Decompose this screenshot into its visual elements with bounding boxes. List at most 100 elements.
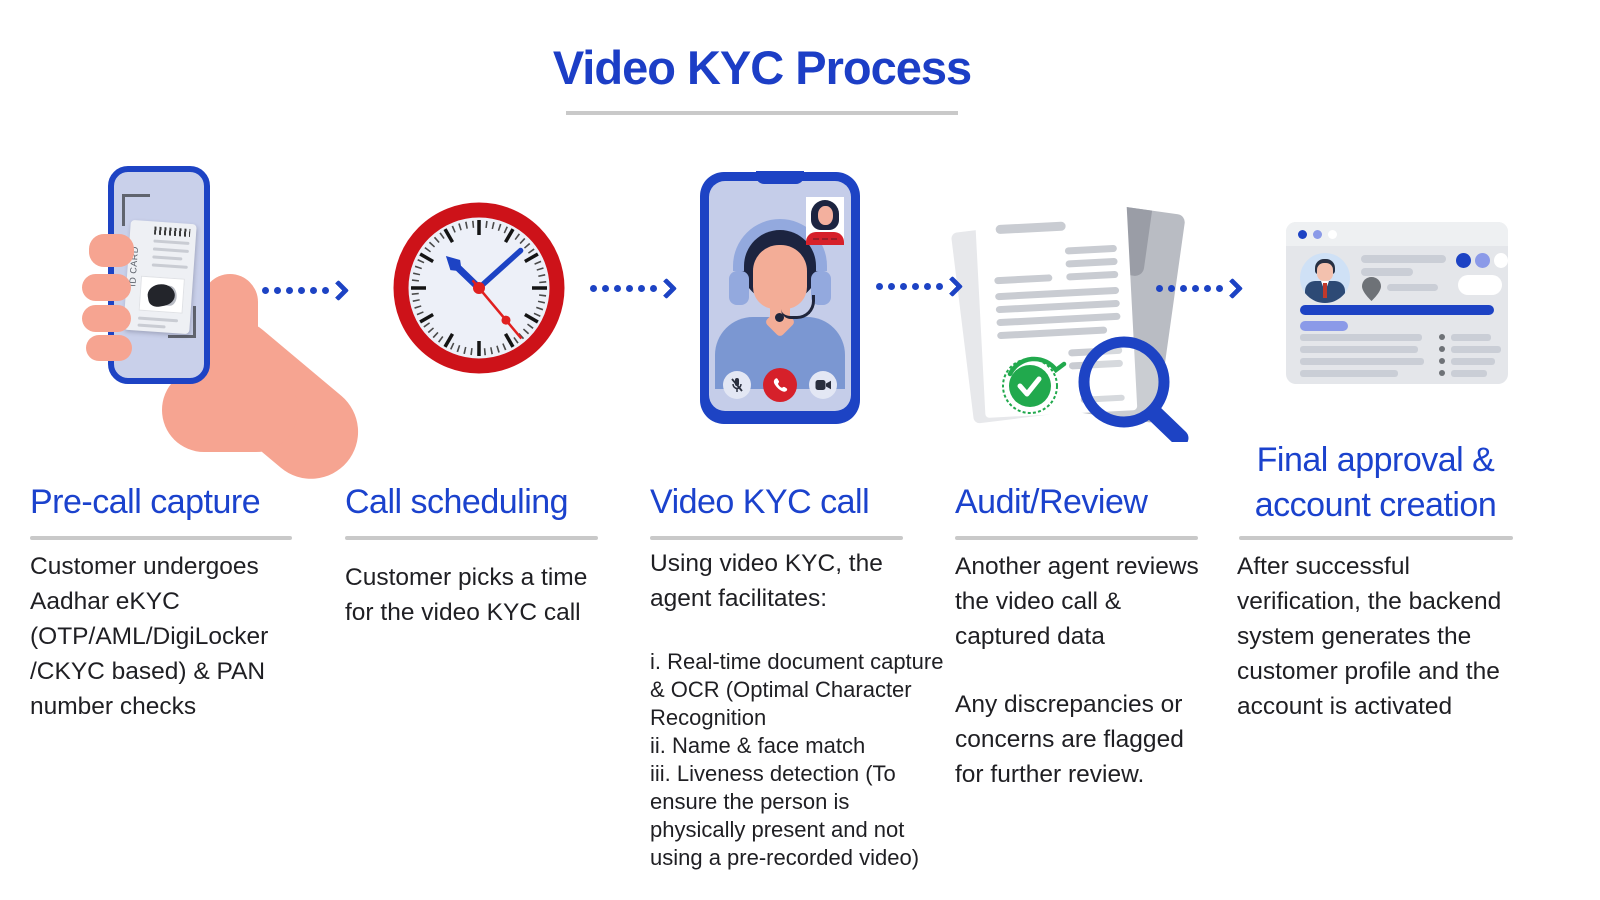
video-camera-icon: [815, 380, 831, 390]
step-paragraph: Any discrepancies or concerns are flagge…: [955, 691, 1184, 788]
scan-corner-icon: [122, 194, 150, 226]
clock-minute-hand: [474, 247, 524, 293]
arrow-chevron-icon: [327, 279, 350, 302]
step-heading-block: Pre-call capture: [30, 480, 292, 540]
step-body: Another agent reviews the video call & c…: [955, 549, 1213, 792]
flow-arrow-icon: [590, 277, 678, 300]
step-list-item: ii. Name & face match: [650, 733, 866, 758]
profile-text-line: [1387, 284, 1438, 291]
step-body: Using video KYC, the agent facilitates: …: [650, 546, 944, 872]
bullet-line: [1451, 358, 1495, 365]
bullet-dot: [1439, 346, 1445, 352]
step-paragraph: Using video KYC, the agent facilitates:: [650, 550, 883, 612]
step-body: Customer picks a time for the video KYC …: [345, 560, 611, 630]
step-body: Customer undergoes Aadhar eKYC (OTP/AML/…: [30, 549, 314, 724]
profile-text-line: [1361, 268, 1413, 276]
phone-notch: [756, 171, 804, 184]
headset-mic-boom-icon: [781, 295, 815, 319]
step-list-item: i. Real-time document capture & OCR (Opt…: [650, 649, 944, 730]
customer-video-thumbnail: [806, 197, 844, 245]
title-underline: [566, 111, 958, 115]
call-controls: [723, 368, 837, 402]
step-heading: Pre-call capture: [30, 483, 261, 521]
content-line: [1300, 370, 1398, 377]
step-body: After successful verification, the backe…: [1237, 549, 1531, 724]
heading-underline: [1238, 536, 1513, 540]
heading-underline: [345, 536, 598, 540]
mute-mic-button: [723, 371, 751, 399]
step-heading-block: Video KYC call: [650, 480, 903, 540]
titlebar-dot: [1328, 229, 1337, 239]
document-review-icon: [948, 190, 1200, 447]
arrow-chevron-icon: [1221, 277, 1244, 300]
bullet-dot: [1439, 334, 1445, 340]
avatar-tie: [1323, 283, 1327, 298]
status-dot: [1475, 253, 1490, 268]
card-photo: [138, 275, 185, 314]
action-pill: [1458, 275, 1502, 295]
video-call-phone-icon: [700, 171, 860, 424]
step-heading-block: Call scheduling: [345, 480, 598, 540]
step-heading: Call scheduling: [345, 483, 569, 521]
document-review-svg: [951, 200, 1189, 447]
arrow-chevron-icon: [655, 277, 678, 300]
content-line: [1300, 346, 1418, 353]
arrow-chevron-icon: [941, 275, 964, 298]
step-heading: Audit/Review: [955, 483, 1148, 521]
heading-underline: [955, 536, 1198, 540]
phone-id-scan-icon: ID CARD: [70, 156, 378, 498]
account-profile-icon: [1286, 222, 1508, 384]
video-call-screen: [709, 181, 851, 411]
video-camera-button: [809, 371, 837, 399]
step-list: i. Real-time document capture & OCR (Opt…: [650, 648, 944, 872]
flow-arrow-icon: [1156, 277, 1244, 300]
content-line: [1300, 358, 1424, 365]
card-text-line: [137, 316, 179, 323]
page-title-block: Video KYC Process: [542, 40, 982, 115]
titlebar-dot: [1298, 229, 1307, 239]
bullet-dot: [1439, 370, 1445, 376]
step-paragraph: Another agent reviews the video call & c…: [955, 553, 1199, 650]
step-paragraph: Customer undergoes Aadhar eKYC (OTP/AML/…: [30, 553, 269, 720]
phone-handset-icon: [773, 378, 788, 392]
bullet-line: [1451, 346, 1501, 353]
status-dot: [1494, 253, 1508, 268]
hand-finger: [82, 305, 131, 332]
barcode-icon: [153, 226, 191, 237]
page-title: Video KYC Process: [552, 41, 972, 94]
bullet-dot: [1439, 358, 1445, 364]
flow-arrow-icon: [876, 275, 964, 298]
clock-icon: [393, 202, 565, 374]
card-text-line: [152, 247, 189, 253]
profile-text-line: [1361, 255, 1446, 263]
flow-arrow-icon: [262, 279, 350, 302]
scan-corner-icon: [168, 306, 196, 338]
step-list-item: iii. Liveness detection (To ensure the p…: [650, 761, 920, 870]
card-text-line: [153, 239, 190, 245]
card-text-line: [137, 323, 166, 329]
headset-band-icon: [733, 219, 827, 271]
step-heading: Video KYC call: [650, 483, 870, 521]
heading-underline: [650, 536, 903, 540]
content-line: [1300, 334, 1422, 341]
end-call-button: [763, 368, 797, 402]
hand-finger: [86, 335, 132, 361]
bullet-line: [1451, 370, 1487, 377]
customer-face: [818, 206, 833, 225]
step-heading-block: Audit/Review: [955, 480, 1198, 540]
clock-svg: [393, 202, 565, 374]
location-pin-icon: [1362, 277, 1381, 306]
step-heading: Final approval & account creation: [1254, 441, 1497, 524]
headset-earcup-icon: [811, 271, 831, 305]
id-card: ID CARD: [123, 219, 197, 335]
hand-finger: [82, 274, 131, 301]
tag-pill: [1300, 321, 1348, 331]
customer-shirt-stitch: [813, 238, 837, 240]
step-heading-block: Final approval & account creation: [1233, 438, 1518, 540]
hand-thumb: [89, 234, 134, 267]
card-text-line: [152, 255, 183, 261]
card-text-line: [151, 263, 188, 269]
headset-earcup-icon: [729, 271, 749, 305]
status-dot: [1456, 253, 1471, 268]
approved-check-stamp: [1002, 356, 1067, 414]
